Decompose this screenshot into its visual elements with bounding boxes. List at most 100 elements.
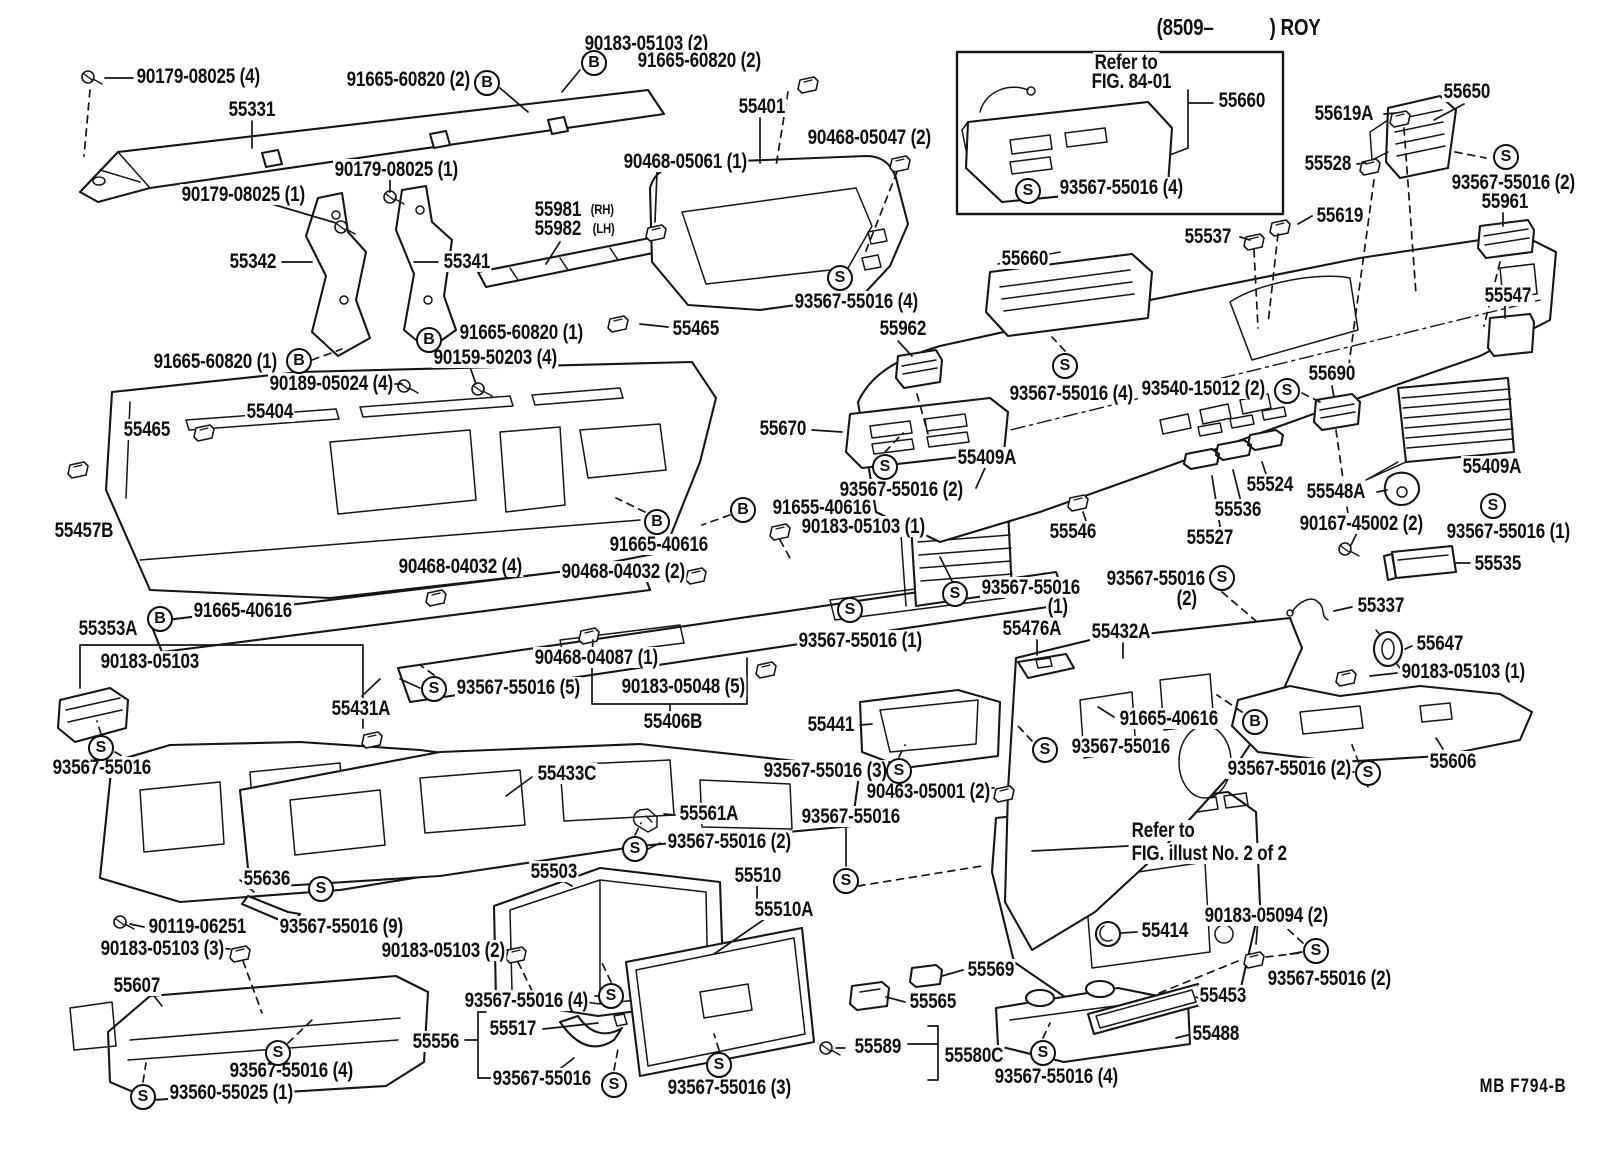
fastener-marker-s: S (601, 1072, 627, 1098)
bracket-55342-sketch (304, 191, 372, 358)
part-label-55510: 55510 (733, 864, 783, 887)
part-label-55465: 55465 (671, 317, 721, 340)
part-label-90468-04087-1: 90468-04087 (1) (533, 646, 660, 669)
part-label-55607: 55607 (112, 974, 162, 997)
part-label-93567-55016-4: 93567-55016 (4) (793, 290, 920, 313)
part-label-2: (2) (1175, 587, 1199, 610)
part-label-55409a: 55409A (956, 446, 1018, 469)
fastener-marker-s: S (598, 983, 624, 1009)
part-label-55982: 55982 (533, 217, 583, 240)
fastener-marker-s: S (706, 1052, 732, 1078)
pad-55457B-sketch (67, 461, 89, 479)
part-label-90159-50203-4: 90159-50203 (4) (432, 346, 559, 369)
part-label-55465: 55465 (122, 418, 172, 441)
part-label-93567-55016-4: 93567-55016 (4) (993, 1065, 1120, 1088)
part-label-55476a: 55476A (1001, 617, 1063, 640)
speaker-grille-55409A-right-sketch (1365, 376, 1516, 481)
part-label-55342: 55342 (228, 250, 278, 273)
fastener-marker-s: S (1493, 144, 1519, 170)
fastener-marker-s: S (88, 735, 114, 761)
ashtray-55441-sketch (858, 688, 1002, 770)
part-label-91665-40616: 91665-40616 (192, 599, 294, 622)
part-label-55503: 55503 (529, 860, 579, 883)
inset-model-code: ) ROY (1268, 14, 1323, 40)
fastener-marker-s: S (833, 868, 859, 894)
fastener-marker-s: S (827, 265, 853, 291)
part-label-55606: 55606 (1428, 750, 1478, 773)
grommet-55647-sketch (1372, 629, 1404, 669)
switch-55565-sketch (848, 980, 891, 1012)
glove-door-55510-sketch (624, 926, 816, 1078)
part-label-90183-05094-2: 90183-05094 (2) (1203, 904, 1330, 927)
side-vent-55962-sketch (894, 348, 944, 390)
fastener-marker-s: S (1209, 565, 1235, 591)
side-vent-55961-sketch (1476, 218, 1536, 260)
cluster-visor-55401-sketch (648, 154, 910, 312)
part-label-55589: 55589 (853, 1035, 903, 1058)
part-label-93567-55016-3: 93567-55016 (3) (666, 1076, 793, 1099)
figure-code: MB F794-B (1478, 1076, 1569, 1097)
part-label-90463-05001-2: 90463-05001 (2) (865, 780, 992, 803)
part-label-93567-55016-1: 93567-55016 (1) (797, 629, 924, 652)
part-label-55981: 55981 (533, 198, 583, 221)
part-label-90468-05047-2: 90468-05047 (2) (806, 126, 933, 149)
part-label-93567-55016: 93567-55016 (1070, 735, 1172, 758)
switch-55569-sketch (908, 963, 944, 989)
part-label-55517: 55517 (488, 1017, 538, 1040)
part-label-91665-60820-1: 91665-60820 (1) (458, 321, 585, 344)
fastener-marker-b: B (730, 497, 756, 523)
reinforcement-bar-55331-sketch (78, 88, 666, 204)
part-label-55565: 55565 (908, 990, 958, 1013)
fastener-marker-b: B (286, 348, 312, 374)
part-label-93567-55016-2: 93567-55016 (2) (1226, 757, 1353, 780)
part-label-91665-40616: 91665-40616 (608, 533, 710, 556)
part-label-55453: 55453 (1198, 984, 1248, 1007)
part-label-lh: (LH) (591, 220, 617, 236)
fastener-marker-b: B (474, 70, 500, 96)
part-label-93567-55016-4: 93567-55016 (4) (1058, 176, 1185, 199)
console-note-line1: Refer to (1130, 819, 1197, 842)
part-label-91665-60820-1: 91665-60820 (1) (152, 350, 279, 373)
part-label-55650: 55650 (1442, 80, 1492, 103)
inset-note-line1: Refer to (1093, 51, 1160, 74)
part-label-93567-55016: 93567-55016 (800, 805, 902, 828)
part-label-55670: 55670 (758, 417, 808, 440)
part-label-55547: 55547 (1483, 284, 1533, 307)
part-label-55433c: 55433C (536, 762, 598, 785)
part-label-90179-08025-1: 90179-08025 (1) (180, 183, 307, 206)
fastener-marker-b: B (1242, 709, 1268, 735)
ring-55414-sketch (1094, 920, 1122, 948)
fastener-marker-s: S (421, 676, 447, 702)
part-label-55546: 55546 (1048, 520, 1098, 543)
part-label-55406b: 55406B (642, 710, 704, 733)
part-label-90189-05024-4: 90189-05024 (4) (268, 372, 395, 395)
part-label-55569: 55569 (966, 958, 1016, 981)
part-label-90179-08025-4: 90179-08025 (4) (135, 65, 262, 88)
side-vent-55353A-sketch (56, 686, 130, 744)
part-label-55619a: 55619A (1313, 102, 1375, 125)
fastener-marker-s: S (622, 836, 648, 862)
part-label-55441: 55441 (806, 713, 856, 736)
part-label-55457b: 55457B (53, 519, 115, 542)
vent-55690-sketch (1312, 392, 1362, 432)
part-label-90468-04032-4: 90468-04032 (4) (397, 555, 524, 578)
part-label-93567-55016-9: 93567-55016 (9) (278, 915, 405, 938)
fastener-marker-s: S (1480, 493, 1506, 519)
under-cover-55606-sketch (1230, 684, 1534, 764)
clamp-55548A-sketch (1383, 471, 1420, 507)
part-label-90183-05103-1: 90183-05103 (1) (800, 515, 927, 538)
part-label-93567-55016-5: 93567-55016 (5) (455, 676, 582, 699)
part-label-55548a: 55548A (1305, 480, 1367, 503)
wire-55337-sketch (1286, 598, 1329, 621)
part-label-91665-60820-2: 91665-60820 (2) (345, 68, 472, 91)
part-label-55401: 55401 (737, 95, 787, 118)
console-note-line2: FIG. illust No. 2 of 2 (1130, 842, 1289, 865)
part-label-55556: 55556 (411, 1030, 461, 1053)
part-label-90183-05103: 90183-05103 (99, 650, 201, 673)
fastener-marker-s: S (942, 581, 968, 607)
part-label-90167-45002-2: 90167-45002 (2) (1298, 512, 1425, 535)
pad-55465-left-sketch (193, 424, 215, 442)
fastener-marker-b: B (416, 327, 442, 353)
fastener-marker-s: S (1274, 378, 1300, 404)
part-label-55337: 55337 (1356, 594, 1406, 617)
